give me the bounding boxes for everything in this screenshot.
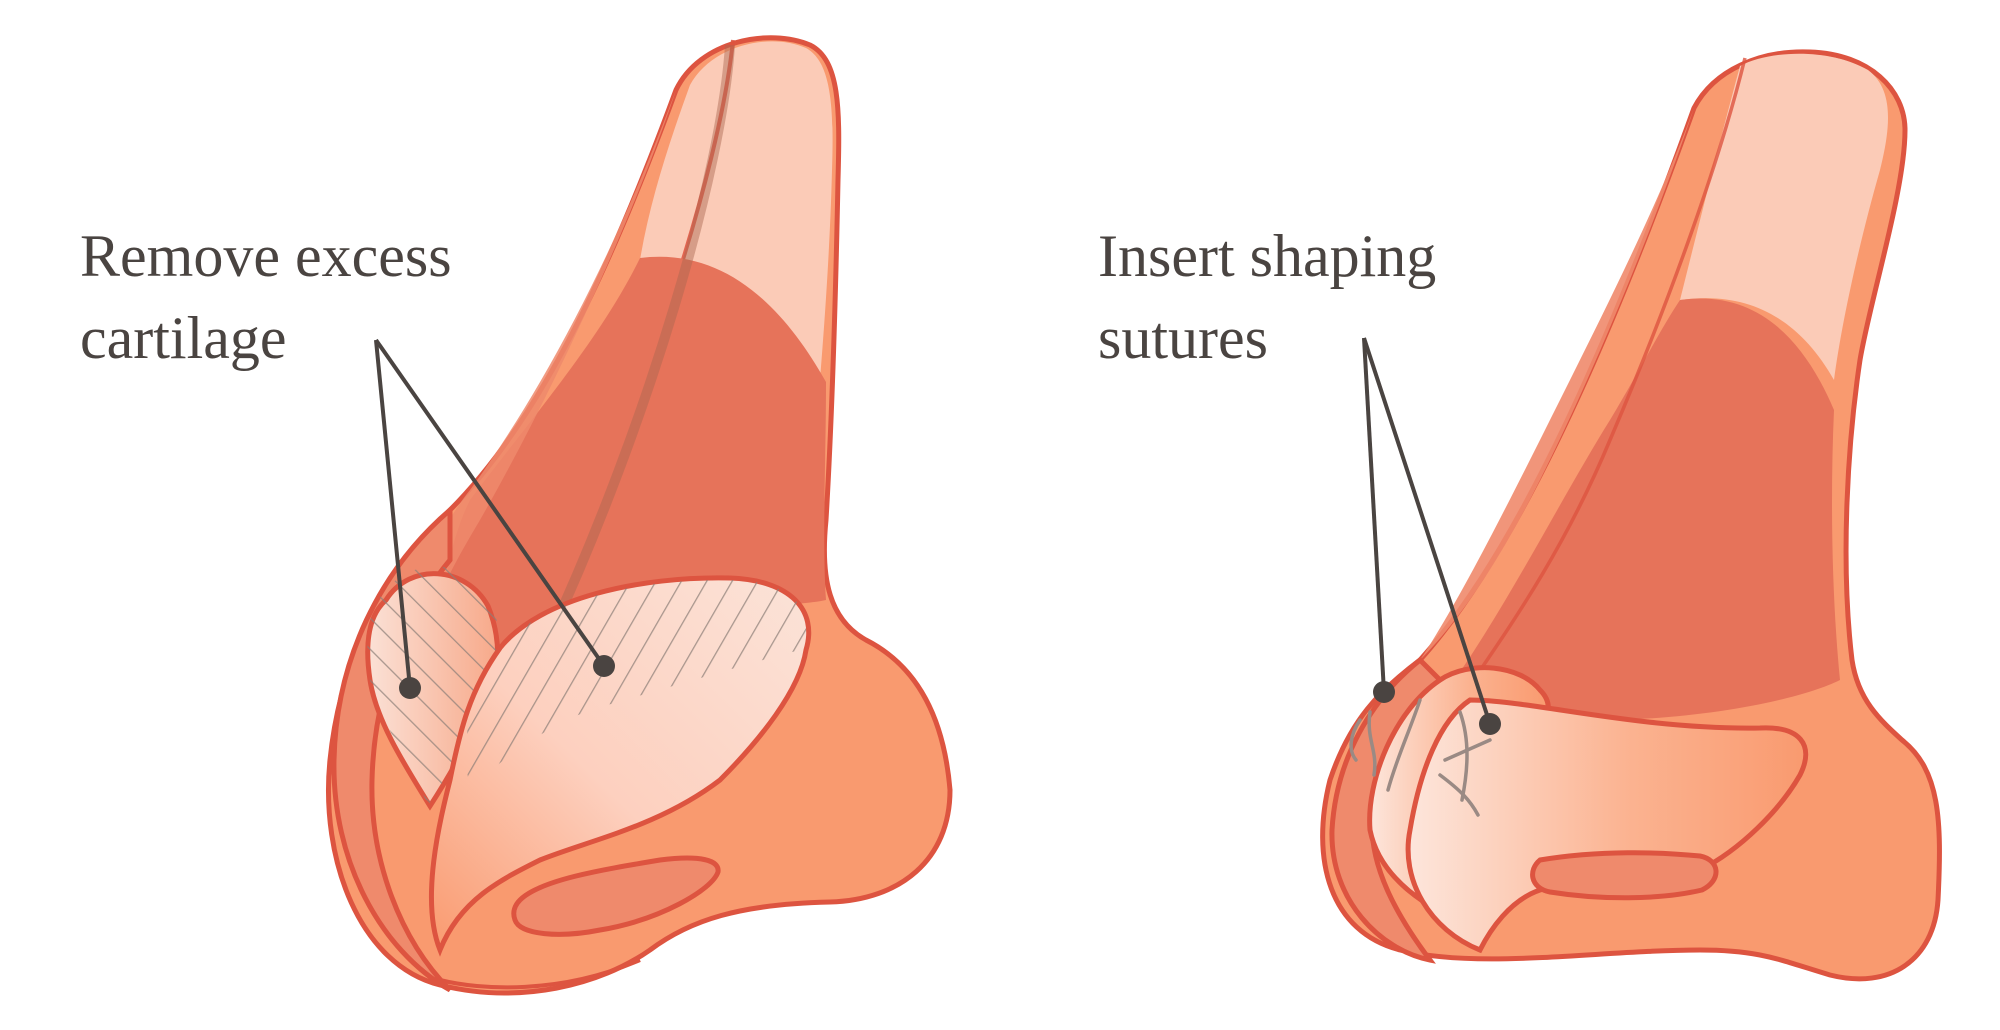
label-insert-shaping-sutures: Insert shaping sutures bbox=[1098, 215, 1436, 379]
label-left-line-2: cartilage bbox=[80, 305, 287, 371]
callout-left bbox=[374, 338, 615, 699]
callout-right bbox=[1362, 337, 1501, 735]
nose-right-bridge-highlight bbox=[1680, 53, 1889, 380]
callout-left-dot-1 bbox=[399, 677, 421, 699]
callout-left-dot-2 bbox=[593, 655, 615, 677]
callout-right-dot-1 bbox=[1373, 681, 1395, 703]
suture-marks bbox=[1349, 698, 1492, 817]
nose-left-nostril bbox=[511, 855, 721, 937]
nose-right-dorsum bbox=[1440, 298, 1840, 720]
label-right-line-2: sutures bbox=[1098, 305, 1268, 371]
label-left-line-1: Remove excess bbox=[80, 223, 452, 289]
nose-left-bridge-highlight bbox=[640, 41, 833, 381]
nose-right-nostril bbox=[1530, 850, 1719, 901]
callout-right-dot-2 bbox=[1479, 713, 1501, 735]
nose-left bbox=[326, 35, 953, 996]
label-right-line-1: Insert shaping bbox=[1098, 223, 1437, 289]
label-remove-excess-cartilage: Remove excess cartilage bbox=[80, 215, 452, 379]
nose-right bbox=[1320, 49, 1942, 982]
